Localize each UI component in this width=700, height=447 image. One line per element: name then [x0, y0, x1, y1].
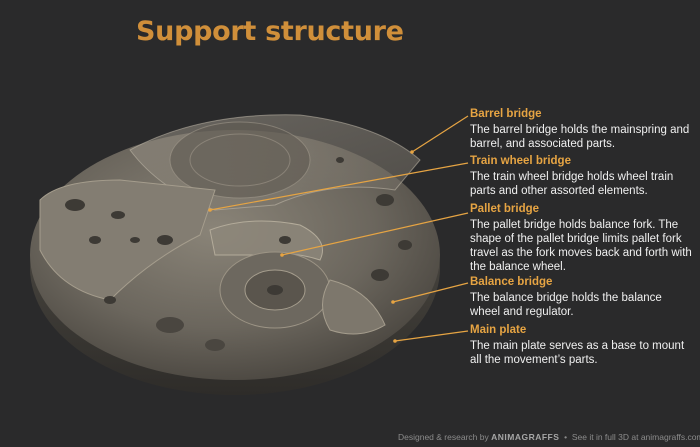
annotation-text: The balance bridge holds the balance whe… — [470, 292, 662, 318]
footer-designed: Designed & research by — [398, 432, 489, 442]
annotation-text: The train wheel bridge holds wheel train… — [470, 171, 674, 197]
annotation-text: The barrel bridge holds the mainspring a… — [470, 124, 690, 150]
annotation-heading: Balance bridge — [470, 276, 553, 288]
annotation-balance-bridge: Balance bridge The balance bridge holds … — [470, 276, 695, 319]
annotation-heading: Train wheel bridge — [470, 155, 571, 167]
annotation-pallet-bridge: Pallet bridge The pallet bridge holds ba… — [470, 203, 695, 274]
annotation-heading: Main plate — [470, 324, 527, 336]
train-wheel-bridge — [39, 179, 216, 301]
barrel-recess — [169, 121, 311, 199]
leader-lines — [209, 115, 469, 342]
annotation-main-plate: Main plate The main plate serves as a ba… — [470, 324, 695, 367]
annotation-text: The pallet bridge holds balance fork. Th… — [470, 219, 692, 273]
annotation-heading: Barrel bridge — [470, 108, 542, 120]
footer: Designed & research by ANIMAGRAFFS • See… — [398, 432, 700, 442]
annotation-train-wheel-bridge: Train wheel bridge The train wheel bridg… — [470, 155, 695, 198]
annotation-barrel-bridge: Barrel bridge The barrel bridge holds th… — [470, 108, 695, 151]
balance-bridge — [322, 279, 386, 335]
annotation-text: The main plate serves as a base to mount… — [470, 340, 685, 366]
page-title: Support structure — [136, 16, 404, 47]
annotation-heading: Pallet bridge — [470, 203, 540, 215]
footer-brand: ANIMAGRAFFS — [491, 432, 560, 442]
footer-link[interactable]: See it in full 3D at animagraffs.com — [571, 432, 700, 442]
